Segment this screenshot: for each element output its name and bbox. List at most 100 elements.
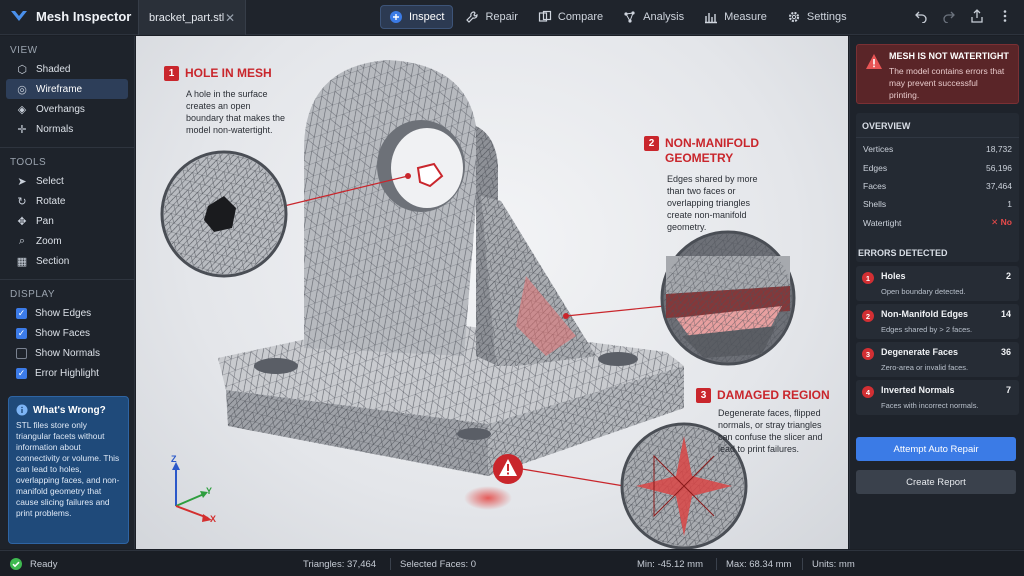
error-card-holes[interactable]: 1 Holes 2 Open boundary detected. bbox=[856, 266, 1019, 301]
callout-3-number: 3 bbox=[696, 388, 711, 403]
tool-pan-label: Pan bbox=[36, 215, 54, 227]
nav-analysis-label: Analysis bbox=[643, 11, 685, 23]
checkbox-unchecked-icon[interactable] bbox=[16, 347, 27, 359]
create-report-button[interactable]: Create Report bbox=[856, 470, 1016, 494]
tool-rotate-label: Rotate bbox=[36, 195, 66, 207]
overview-row: Faces 37,464 bbox=[856, 177, 1019, 195]
file-tab[interactable]: bracket_part.stl ✕ bbox=[138, 0, 246, 35]
tool-select[interactable]: ➤Select bbox=[6, 171, 128, 191]
app-logo-icon bbox=[11, 11, 27, 21]
tool-pan[interactable]: ✥ Pan bbox=[6, 211, 128, 231]
error-desc: Faces with incorrect normals. bbox=[881, 401, 979, 410]
view-wireframe-label: Wireframe bbox=[36, 83, 83, 95]
display-show-edges[interactable]: ✓Show Edges bbox=[6, 303, 128, 323]
view-overhangs[interactable]: ◈Overhangs bbox=[6, 99, 128, 119]
normals-icon: ✛ bbox=[17, 123, 27, 136]
nav-measure[interactable]: Measure bbox=[696, 5, 775, 29]
top-bar: Mesh Inspector bracket_part.stl ✕ Inspec… bbox=[0, 0, 1024, 35]
overview-label: Faces bbox=[863, 180, 887, 191]
callout-3-title-text: DAMAGED REGION bbox=[717, 388, 830, 402]
sidebar-divider bbox=[0, 147, 134, 148]
tool-section-label: Section bbox=[36, 255, 70, 267]
error-card-non-manifold[interactable]: 2 Non-Manifold Edges 14 Edges shared by … bbox=[856, 304, 1019, 339]
axis-triad bbox=[172, 462, 212, 522]
callout-2-number: 2 bbox=[644, 136, 659, 151]
display-section-title: DISPLAY bbox=[10, 289, 55, 300]
view-normals[interactable]: ✛ Normals bbox=[6, 119, 128, 139]
callout-2-dot bbox=[563, 313, 569, 319]
share-icon[interactable] bbox=[970, 9, 984, 23]
callout-1-dot bbox=[405, 173, 411, 179]
warning-marker-icon[interactable] bbox=[493, 454, 523, 484]
error-title: Holes bbox=[881, 271, 906, 281]
undo-icon[interactable] bbox=[914, 9, 928, 24]
nav-measure-label: Measure bbox=[724, 11, 767, 23]
error-desc: Edges shared by > 2 faces. bbox=[881, 325, 973, 334]
status-max: Max: 68.34 mm bbox=[726, 559, 792, 570]
callout-2-title-line1: NON-MANIFOLD bbox=[665, 136, 759, 150]
status-separator bbox=[390, 558, 391, 570]
overview-value: 18,732 bbox=[986, 144, 1012, 155]
cursor-icon: ➤ bbox=[17, 175, 27, 188]
view-shaded[interactable]: ⬡ Shaded bbox=[6, 59, 128, 79]
redo-icon[interactable] bbox=[942, 9, 956, 24]
checkbox-checked-icon[interactable]: ✓ bbox=[16, 307, 27, 319]
display-show-normals[interactable]: Show Normals bbox=[6, 343, 128, 363]
ready-check-icon bbox=[10, 558, 22, 570]
mesh-render[interactable] bbox=[136, 36, 848, 549]
overhang-icon: ◈ bbox=[17, 103, 27, 116]
callout-1-leader bbox=[283, 175, 409, 207]
overview-value: 56,196 bbox=[986, 162, 1012, 173]
checkbox-checked-icon[interactable]: ✓ bbox=[16, 367, 27, 379]
overview-label: Edges bbox=[863, 162, 888, 173]
view-wireframe[interactable]: ◎Wireframe bbox=[6, 79, 128, 99]
overview-title: OVERVIEW bbox=[856, 113, 1019, 138]
tool-rotate[interactable]: ↻Rotate bbox=[6, 191, 128, 211]
error-card-inverted[interactable]: 4 Inverted Normals 7 Faces with incorrec… bbox=[856, 380, 1019, 415]
auto-repair-button[interactable]: Attempt Auto Repair bbox=[856, 437, 1016, 461]
callout-3-desc: Degenerate faces, flipped normals, or st… bbox=[718, 408, 823, 454]
right-panel: MESH IS NOT WATERTIGHT The model contain… bbox=[849, 36, 1024, 549]
more-icon[interactable] bbox=[998, 9, 1012, 23]
overview-value: 37,464 bbox=[986, 180, 1012, 191]
tool-zoom[interactable]: ⌕Zoom bbox=[6, 231, 128, 251]
checkbox-checked-icon[interactable]: ✓ bbox=[16, 327, 27, 339]
tool-section[interactable]: ▦ Section bbox=[6, 251, 128, 271]
nav-settings[interactable]: Settings bbox=[779, 5, 855, 29]
callout-3-leader bbox=[521, 468, 625, 487]
nav-inspect[interactable]: Inspect bbox=[380, 5, 454, 29]
main-nav: Inspect Repair Compare Analysis Measure … bbox=[380, 5, 855, 29]
close-tab-icon[interactable]: ✕ bbox=[224, 10, 235, 25]
view-shaded-label: Shaded bbox=[36, 63, 71, 75]
nav-compare[interactable]: Compare bbox=[530, 5, 611, 29]
error-desc: Open boundary detected. bbox=[881, 287, 966, 296]
file-tab-name: bracket_part.stl bbox=[149, 11, 225, 24]
error-desc: Zero-area or invalid faces. bbox=[881, 363, 969, 372]
error-card-degenerate[interactable]: 3 Degenerate Faces 36 Zero-area or inval… bbox=[856, 342, 1019, 377]
callout-1-title: 1 HOLE IN MESH bbox=[164, 66, 272, 81]
status-ready: Ready bbox=[30, 559, 58, 570]
3d-viewport[interactable]: 1 HOLE IN MESH A hole in the surface cre… bbox=[136, 36, 848, 549]
status-bar: Ready Triangles: 37,464 Selected Faces: … bbox=[0, 550, 1024, 576]
view-normals-label: Normals bbox=[36, 123, 74, 135]
overview-value: 1 bbox=[1007, 199, 1012, 210]
display-show-faces[interactable]: ✓Show Faces bbox=[6, 323, 128, 343]
error-title: Inverted Normals bbox=[881, 385, 955, 395]
overview-row: Shells 1 bbox=[856, 195, 1019, 213]
display-error-highlight[interactable]: ✓Error Highlight bbox=[6, 363, 128, 383]
error-number-badge: 4 bbox=[862, 386, 874, 398]
app-title: Mesh Inspector bbox=[36, 8, 132, 24]
nav-repair[interactable]: Repair bbox=[457, 5, 525, 29]
overview-label: Shells bbox=[863, 199, 887, 210]
info-box-body: STL files store only triangular facets w… bbox=[16, 420, 120, 518]
section-icon: ▦ bbox=[16, 255, 28, 268]
inspect-icon bbox=[390, 11, 402, 23]
pan-icon: ✥ bbox=[17, 215, 27, 228]
nav-analysis[interactable]: Analysis bbox=[615, 5, 692, 29]
error-count: 36 bbox=[1000, 347, 1011, 357]
cube-icon: ⬡ bbox=[17, 63, 27, 76]
callout-1-title-text: HOLE IN MESH bbox=[185, 66, 272, 80]
alert-body: The model contains errors that may preve… bbox=[889, 66, 1005, 100]
